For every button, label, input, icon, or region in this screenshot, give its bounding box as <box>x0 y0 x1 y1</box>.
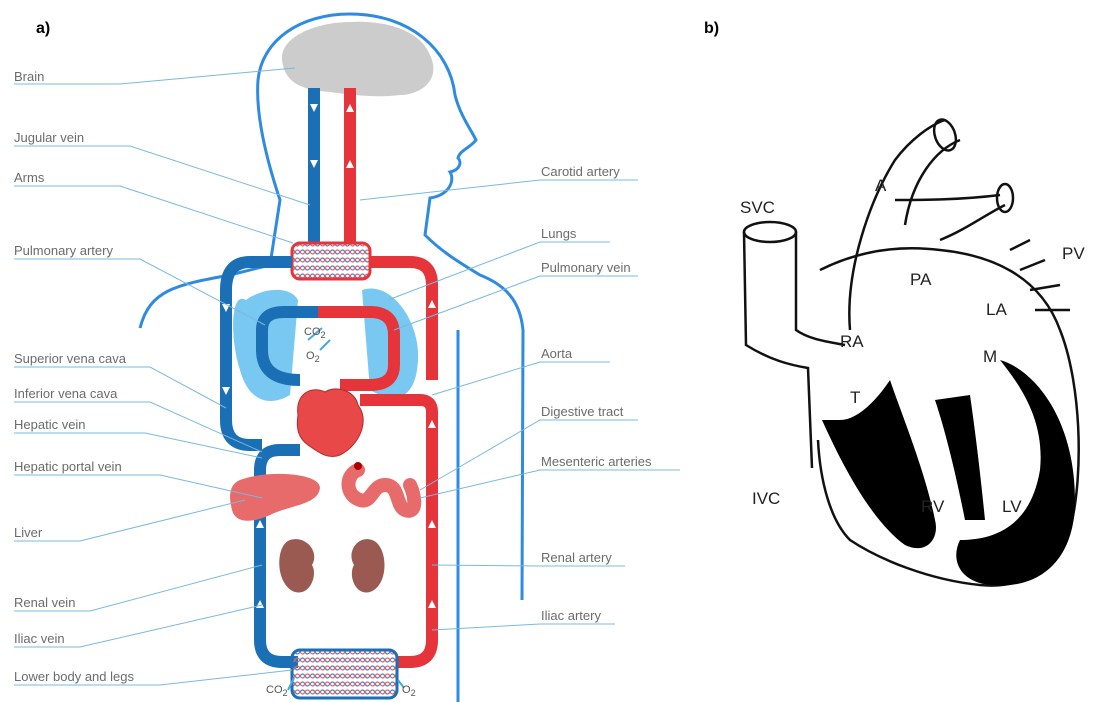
label-t: T <box>850 388 860 408</box>
label-a: A <box>875 176 886 196</box>
label-m: M <box>983 347 997 367</box>
label-ivc: IVC <box>752 489 780 509</box>
aorta-arch <box>849 120 960 330</box>
ventricle-wall-right <box>822 380 936 548</box>
label-ra: RA <box>840 332 864 352</box>
label-pa: PA <box>910 270 931 290</box>
label-la: LA <box>986 300 1007 320</box>
label-pv: PV <box>1062 244 1085 264</box>
svc-opening <box>744 222 796 242</box>
label-lv: LV <box>1002 497 1022 517</box>
pa-opening <box>997 184 1013 212</box>
label-rv: RV <box>921 497 944 517</box>
label-svc: SVC <box>740 198 775 218</box>
